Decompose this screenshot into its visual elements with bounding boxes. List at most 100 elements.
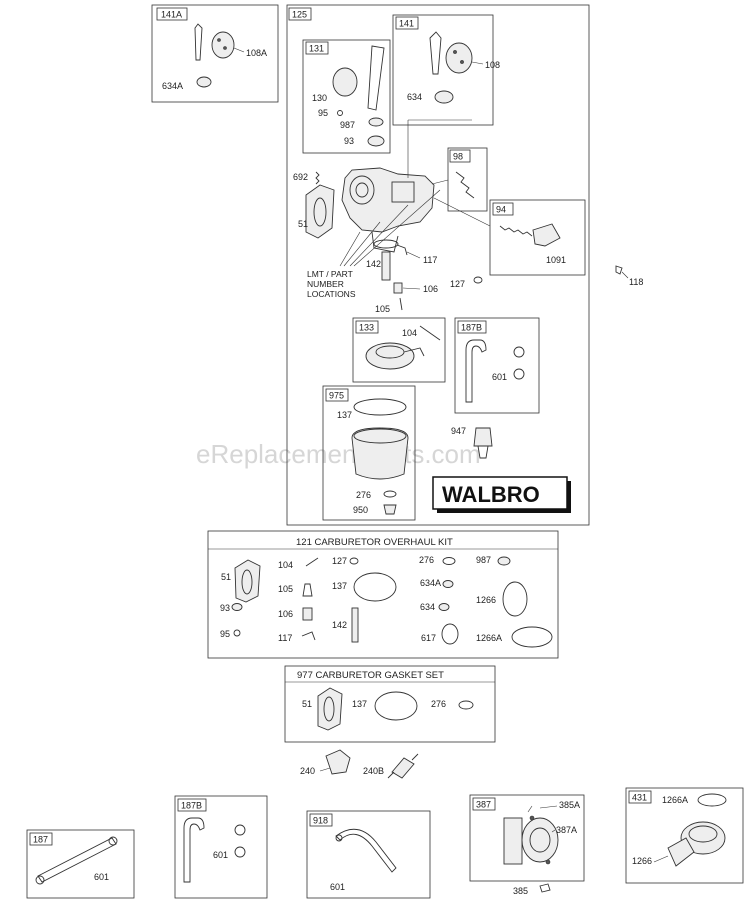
tag-387: 387 [476,800,491,810]
tag-94: 94 [496,205,506,215]
fuel-pump-part [521,817,559,863]
box-141a: 141A 108A 634A [151,4,279,103]
box-gasket-set: 977 CARBURETOR GASKET SET 51 137 276 [284,665,496,743]
seat-part [196,76,212,88]
label-387a: 387A [556,825,577,835]
label-137: 137 [337,410,352,420]
label-108a: 108A [246,48,267,58]
gasket-label-137: 137 [352,699,367,709]
float-part [365,342,415,370]
tag-141: 141 [399,19,414,29]
kit-label-93: 93 [220,603,230,613]
float-bowl-part [351,427,409,480]
note-line-1: LMT / PART [307,269,353,279]
inlet-needle-part [429,31,442,75]
tag-98: 98 [453,152,463,162]
label-142: 142 [366,259,381,269]
label-240b: 240B [363,766,384,776]
throttle-shaft-part [367,45,385,111]
gasket-label-51: 51 [302,699,312,709]
kit-label-634a: 634A [420,578,441,588]
tag-187: 187 [33,835,48,845]
gasket-51-group: 692 51 [293,171,335,239]
fuel-line-part [465,339,487,403]
note-line-2: NUMBER [307,279,344,289]
kit-label-634: 634 [420,602,435,612]
box-187b-upper: 187B 601 [454,317,540,414]
label-93: 93 [344,136,354,146]
diaphragm-part [211,31,235,59]
kit-label-105: 105 [278,584,293,594]
throttle-plate-part [332,67,358,97]
label-987: 987 [340,120,355,130]
tag-187b: 187B [461,323,482,333]
label-105: 105 [375,304,390,314]
label-127: 127 [450,279,465,289]
kit-label-276: 276 [419,555,434,565]
box-141: 141 108 634 [392,14,500,126]
part-118: 118 [615,265,643,287]
walbro-logo: WALBRO [432,476,571,513]
tag-125: 125 [292,10,307,20]
overhaul-kit-title: 121 CARBURETOR OVERHAUL KIT [296,537,453,548]
kit-label-137: 137 [332,581,347,591]
brand-logo-text: WALBRO [442,482,540,507]
part-947: 947 [451,426,493,459]
kit-label-104: 104 [278,560,293,570]
primer-part [680,821,726,855]
box-125: 125 [286,4,590,526]
label-1266a: 1266A [662,795,688,805]
kit-label-1266a: 1266A [476,633,502,643]
kit-label-142: 142 [332,620,347,630]
kit-label-117: 117 [278,633,292,643]
label-104: 104 [402,328,417,338]
inlet-diaphragm-part [445,42,473,74]
box-918: 918 601 [306,810,431,899]
note-line-3: LOCATIONS [307,289,356,299]
box-94: 94 1091 [433,197,586,276]
gasket-label-276: 276 [431,699,446,709]
gasket-set-title: 977 CARBURETOR GASKET SET [297,670,444,681]
label-950: 950 [353,505,368,515]
label-276: 276 [356,490,371,500]
label-95: 95 [318,108,328,118]
carburetor-body: 142 117 106 105 127 LMT / PART NUMBER LO… [307,119,483,314]
label-187-601: 601 [94,872,109,882]
kit-label-617: 617 [421,633,436,643]
kit-label-1266: 1266 [476,595,496,605]
tag-131: 131 [309,44,324,54]
label-118: 118 [629,277,643,287]
label-187b-601: 601 [213,850,228,860]
label-108: 108 [485,60,500,70]
label-385: 385 [513,886,528,896]
needle-part [194,23,203,61]
tag-141a: 141A [161,10,182,20]
box-133: 133 104 [352,317,446,383]
label-947: 947 [451,426,466,436]
box-387: 387 385A 387A 385 [469,794,585,896]
box-431: 431 1266A 1266 [625,787,744,884]
box-187: 187 601 [26,829,135,899]
label-601: 601 [492,372,507,382]
tag-133: 133 [359,323,374,333]
label-634: 634 [407,92,422,102]
label-117: 117 [423,255,437,265]
label-240: 240 [300,766,315,776]
box-overhaul-kit: 121 CARBURETOR OVERHAUL KIT 51 93 95 104… [207,530,559,659]
kit-label-127: 127 [332,556,347,566]
filters-240: 240 240B [300,749,419,779]
kit-label-106: 106 [278,609,293,619]
label-634a: 634A [162,81,183,91]
box-187b-lower: 187B 601 [174,795,268,899]
label-1091: 1091 [546,255,566,265]
tag-975: 975 [329,391,344,401]
watermark: eReplacementParts.com [196,439,481,469]
kit-label-95: 95 [220,629,230,639]
label-385a: 385A [559,800,580,810]
label-918-601: 601 [330,882,345,892]
label-106: 106 [423,284,438,294]
box-975: 975 137 276 950 [322,385,416,521]
label-130: 130 [312,93,327,103]
kit-label-987: 987 [476,555,491,565]
